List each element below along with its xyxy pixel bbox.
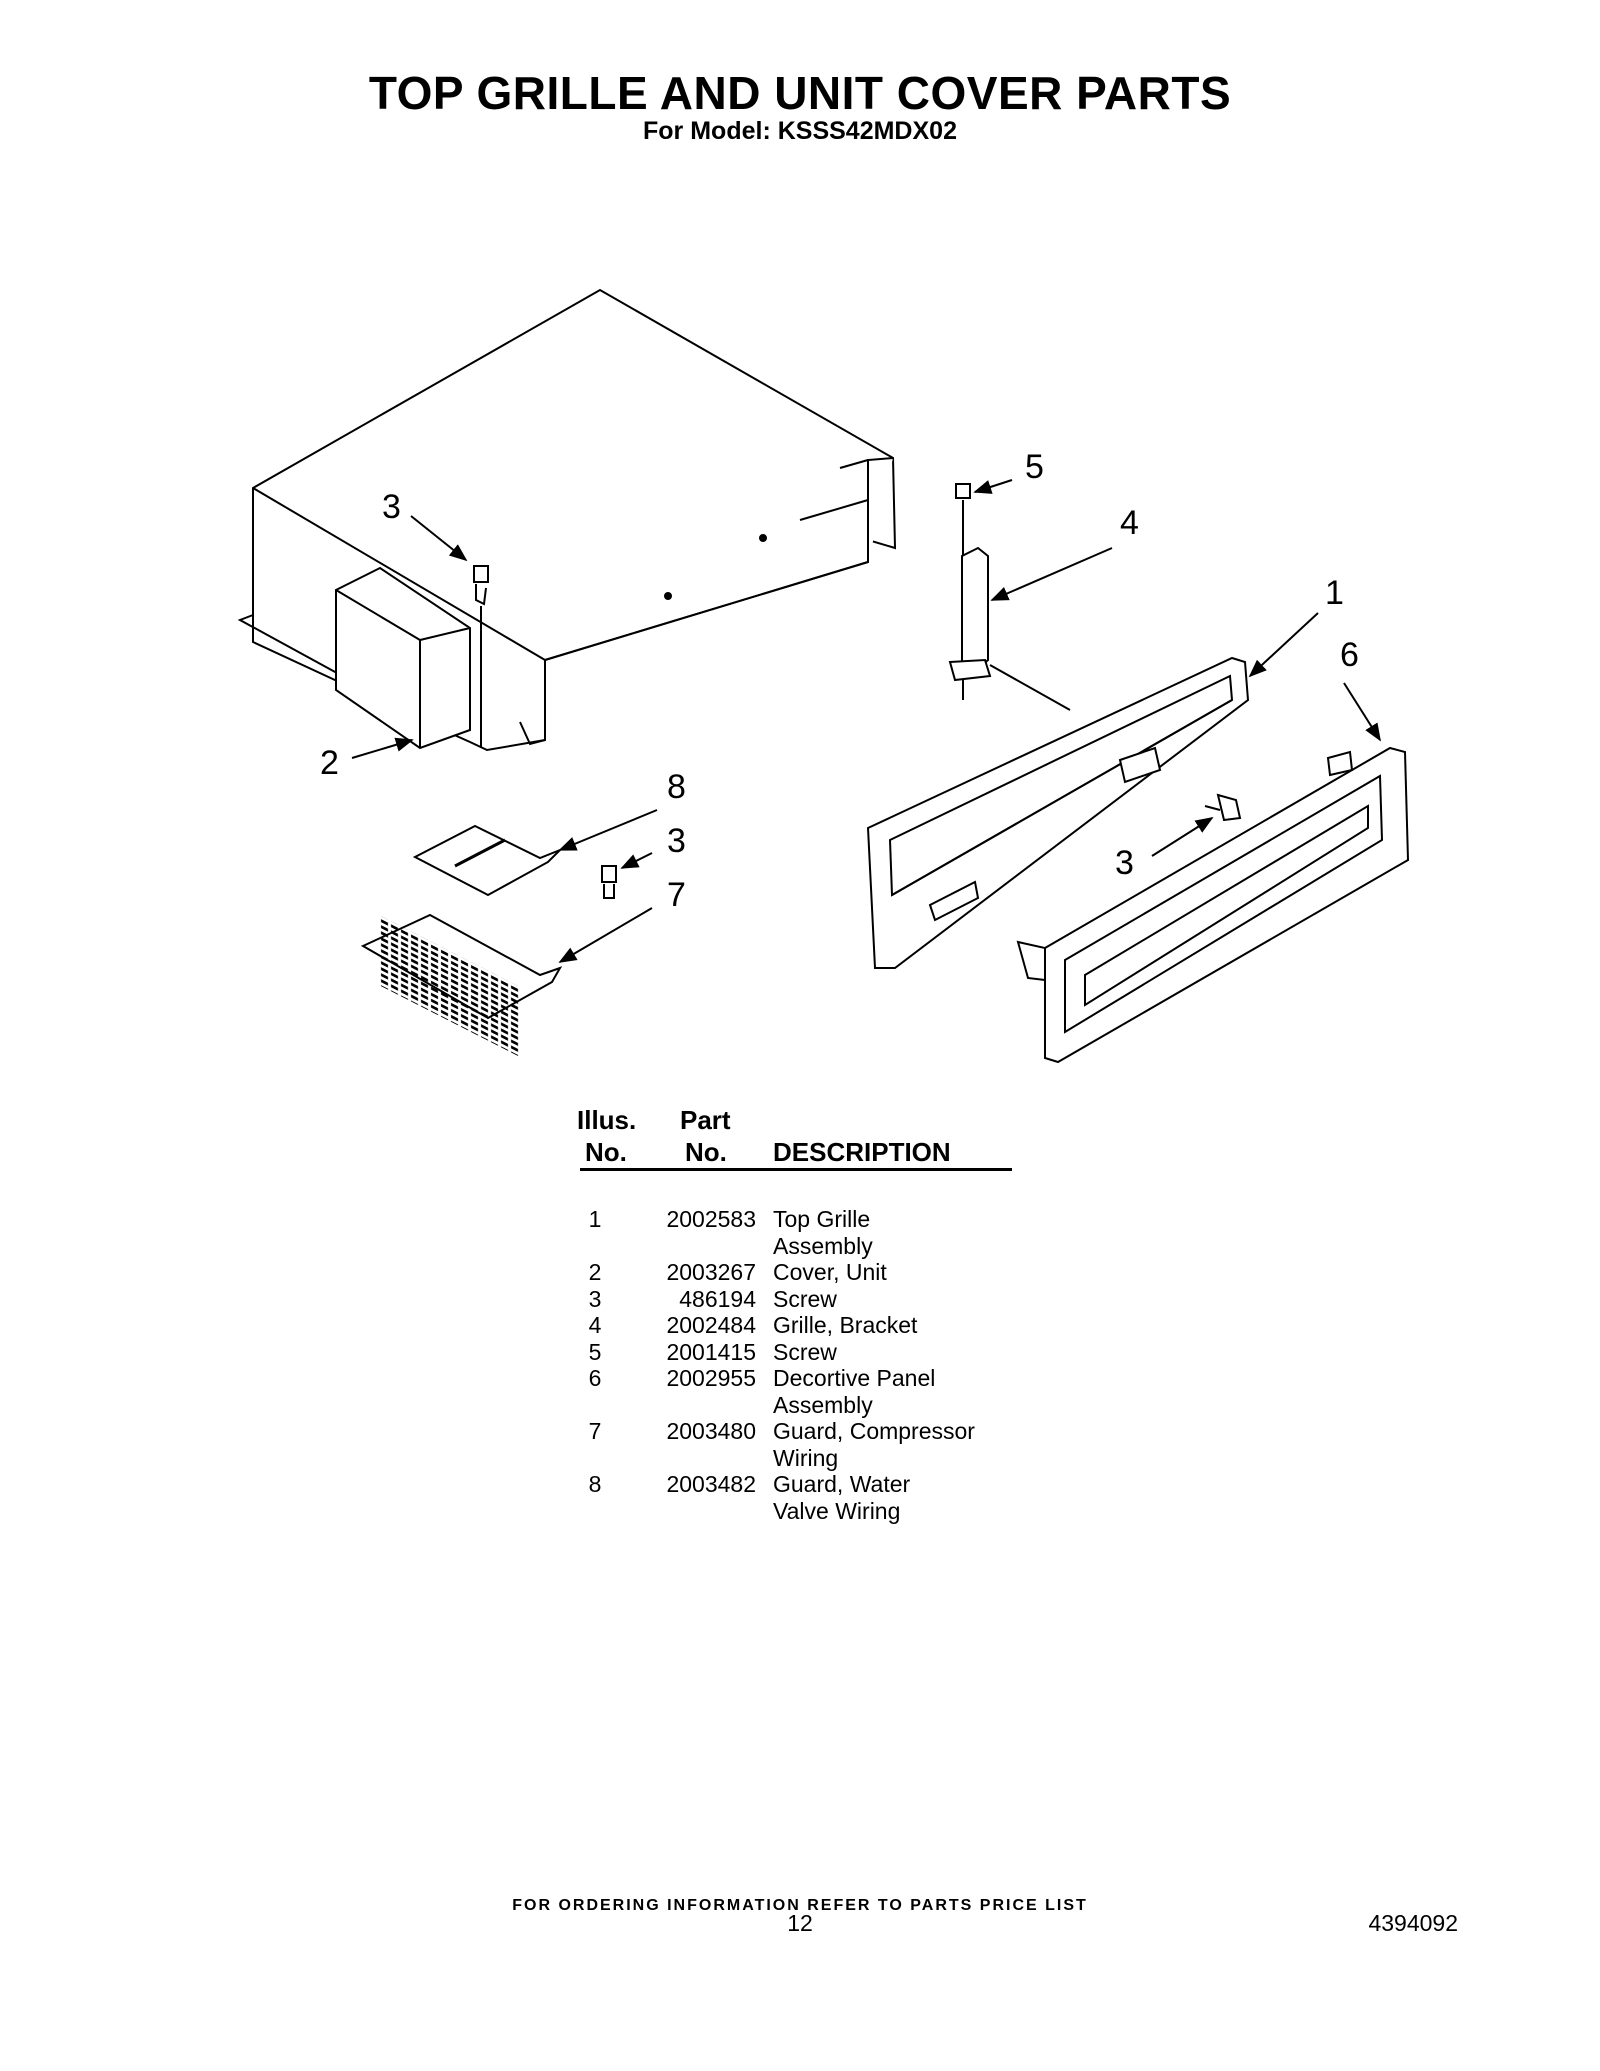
illus-number: 4 (588, 1312, 602, 1338)
part-description: Grille, Bracket (773, 1312, 918, 1338)
parts-table-header: Illus. No. Part No. DESCRIPTION (570, 1105, 1020, 1169)
part-description: Cover, Unit (773, 1259, 887, 1285)
parts-row: 4 2002484 Grille, Bracket (570, 1312, 1030, 1339)
illus-number: 2 (588, 1259, 602, 1285)
part-description: Screw (773, 1338, 837, 1365)
part-description: Valve Wiring (773, 1497, 901, 1524)
callout-3-grille-screw: 3 (1115, 844, 1134, 882)
parts-row: 3 486194 Screw (570, 1286, 1030, 1313)
callout-3-cover-screw: 3 (382, 488, 401, 526)
guard-compressor-wiring (360, 913, 563, 1057)
callout-8: 8 (667, 768, 686, 806)
callout-labels: 3 2 5 4 1 6 8 3 7 3 (320, 448, 1359, 914)
part-number: 2002484 (666, 1312, 756, 1338)
part-description: Guard, Water (773, 1471, 911, 1497)
illus-number: 8 (588, 1471, 602, 1497)
parts-row: 5 2001415 Screw (570, 1339, 1030, 1366)
header-description: DESCRIPTION (773, 1137, 951, 1167)
ordering-note: FOR ORDERING INFORMATION REFER TO PARTS … (512, 1897, 1088, 1914)
header-illus-line1: Illus. (577, 1105, 637, 1135)
callout-4: 4 (1120, 504, 1139, 542)
leader-lines (351, 479, 1381, 963)
part-number: 2003480 (666, 1418, 756, 1444)
part-description: Screw (773, 1285, 837, 1312)
model-subtitle: For Model: KSSS42MDX02 (643, 117, 957, 145)
part-number: 2003482 (666, 1471, 756, 1497)
illus-number: 5 (588, 1338, 602, 1365)
part-number: 2003267 (666, 1259, 756, 1285)
part-description: Decortive Panel (773, 1365, 936, 1391)
callout-5: 5 (1025, 448, 1044, 486)
part-number: 2002955 (666, 1365, 756, 1391)
grille-bracket (948, 483, 992, 700)
part-description: Top Grille (773, 1206, 871, 1232)
header-illus-line2: No. (585, 1137, 627, 1167)
callout-1: 1 (1325, 574, 1344, 612)
callout-6: 6 (1340, 636, 1359, 674)
exploded-parts-diagram: 3 2 5 4 1 6 8 3 7 3 (237, 288, 1410, 1064)
illus-number: 1 (588, 1206, 602, 1232)
header-part-line2: No. (685, 1137, 727, 1167)
part-number: 2001415 (666, 1338, 756, 1365)
parts-table: Illus. No. Part No. DESCRIPTION (570, 1105, 1020, 1169)
part-description: Guard, Compressor (773, 1418, 975, 1444)
page-title: TOP GRILLE AND UNIT COVER PARTS (368, 67, 1232, 119)
callout-2: 2 (320, 744, 339, 782)
page-number: 12 (787, 1910, 813, 1936)
document-number: 4394092 (1368, 1910, 1458, 1936)
unit-cover-box (335, 566, 471, 750)
part-number: 2002583 (666, 1206, 756, 1232)
part-description: Assembly (773, 1391, 873, 1418)
part-description: Wiring (773, 1444, 839, 1471)
guard-water-valve-wiring (412, 824, 561, 897)
callout-3-guard-screw: 3 (667, 822, 686, 860)
illus-number: 3 (588, 1285, 602, 1312)
parts-row: 2 2003267 Cover, Unit (570, 1259, 1030, 1286)
illus-number: 7 (588, 1418, 602, 1444)
screw-grille (1204, 793, 1242, 822)
callout-7: 7 (667, 876, 686, 914)
part-number: 486194 (679, 1285, 756, 1312)
header-part-line1: Part (680, 1105, 731, 1135)
screw-cover (473, 565, 489, 748)
decorative-panel-assembly (1016, 746, 1410, 1064)
screw-guard (601, 865, 617, 899)
top-grille-assembly (866, 656, 1250, 969)
illus-number: 6 (588, 1365, 602, 1391)
part-description: Assembly (773, 1232, 873, 1259)
header-rule (580, 1168, 1012, 1171)
